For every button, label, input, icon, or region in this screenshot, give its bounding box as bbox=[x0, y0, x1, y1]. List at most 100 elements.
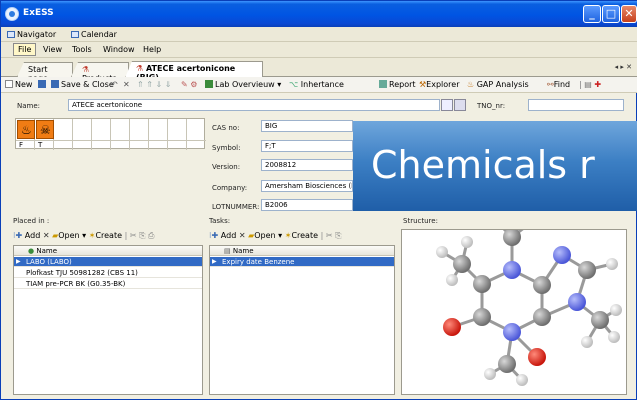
window-title: ExESS bbox=[23, 8, 54, 18]
placed-in-row[interactable]: ▶LABO (LABO) bbox=[14, 257, 202, 267]
lot-input[interactable]: B2006 bbox=[261, 199, 353, 211]
cut-copy-icons[interactable]: | ✂ ⎘ bbox=[320, 231, 342, 240]
task-row[interactable]: ▶Expiry date Benzene bbox=[210, 257, 394, 267]
find-button[interactable]: ⚯Find bbox=[547, 80, 571, 89]
minimize-button[interactable]: _ bbox=[583, 5, 601, 23]
atom-h bbox=[461, 236, 473, 248]
atom-h bbox=[581, 336, 593, 348]
report-icon bbox=[379, 80, 387, 88]
lab-overview-button[interactable]: Lab Overvieuw ▾ bbox=[205, 80, 281, 89]
task-icon: ▤ bbox=[224, 247, 231, 255]
menu-help[interactable]: Help bbox=[143, 45, 162, 54]
atom-o bbox=[528, 348, 546, 366]
tab-navigation[interactable]: ◂ ▸ ✕ bbox=[614, 63, 632, 71]
tasks-toolbar: ⁝✚ Add ✕ ▰Open ▾ ✶Create | ✂ ⎘ bbox=[209, 231, 395, 245]
atom-c bbox=[473, 275, 491, 293]
placed-add-button[interactable]: Add bbox=[24, 231, 41, 240]
menu-window[interactable]: Window bbox=[103, 45, 135, 54]
symbol-input[interactable]: F;T bbox=[261, 140, 353, 152]
atom-n bbox=[568, 293, 586, 311]
globe-icon: ● bbox=[28, 247, 35, 255]
new-doc-icon bbox=[5, 80, 13, 88]
hazard-code-f: F bbox=[19, 141, 24, 149]
cas-label: CAS no: bbox=[212, 124, 240, 132]
more-tools[interactable]: | ▤ ✚ bbox=[579, 80, 602, 89]
nav-arrows[interactable]: ⇑ ⇑ ⇓ ⇓ bbox=[137, 80, 172, 89]
close-button[interactable]: ✕ bbox=[621, 5, 637, 23]
name-label: Name: bbox=[17, 102, 41, 110]
report-button[interactable]: Report bbox=[379, 80, 416, 89]
placed-in-title: Placed in : bbox=[13, 217, 50, 225]
tasks-column-header[interactable]: ▤ Name bbox=[210, 246, 394, 256]
lab-icon bbox=[205, 80, 213, 88]
placed-open-button[interactable]: Open bbox=[58, 231, 80, 240]
title-bar[interactable]: ExESS _ □ ✕ bbox=[1, 1, 637, 27]
save-icon bbox=[38, 80, 46, 88]
tab-products[interactable]: ⚗ Products bbox=[71, 62, 129, 77]
tasks-create-button[interactable]: Create bbox=[291, 231, 319, 240]
flame-icon: ♨ bbox=[17, 120, 35, 139]
structure-viewer[interactable] bbox=[401, 218, 627, 395]
menu-bar: File View Tools Window Help bbox=[1, 42, 637, 58]
save-close-icon bbox=[51, 80, 59, 88]
add-icon: ⁝✚ bbox=[13, 231, 23, 240]
save-button[interactable] bbox=[38, 80, 48, 89]
menu-tools[interactable]: Tools bbox=[72, 45, 92, 54]
atom-c bbox=[473, 308, 491, 326]
placed-create-button[interactable]: Create bbox=[95, 231, 123, 240]
placed-in-column-header[interactable]: ● Name bbox=[14, 246, 202, 256]
maximize-button[interactable]: □ bbox=[602, 5, 620, 23]
name-input[interactable]: ATECE acertonicone bbox=[68, 99, 440, 111]
atom-c bbox=[498, 355, 516, 373]
delete-icon[interactable]: ✕ bbox=[42, 231, 50, 240]
atom-h bbox=[484, 368, 496, 380]
folder-icon: ▰ bbox=[248, 231, 255, 240]
version-input[interactable]: 2008812 bbox=[261, 159, 353, 171]
menu-file[interactable]: File bbox=[13, 43, 37, 56]
placed-in-row[interactable]: TIAM pre-PCR BK (G0.35-BK) bbox=[14, 279, 202, 289]
atom-h bbox=[610, 304, 622, 316]
tno-label: TNO_nr: bbox=[477, 102, 506, 110]
placed-in-row[interactable]: Plofkast TJU 50981282 (CBS 11) bbox=[14, 268, 202, 278]
lookup-icon[interactable] bbox=[454, 99, 466, 111]
cut-copy-icons[interactable]: | ✂ ⎘ ⎙ bbox=[124, 231, 155, 240]
navigator-link[interactable]: Navigator bbox=[7, 30, 56, 39]
save-close-button[interactable]: Save & Close bbox=[51, 80, 114, 89]
explorer-button[interactable]: ⚒Explorer bbox=[419, 80, 460, 89]
atom-n bbox=[553, 246, 571, 264]
delete-button[interactable]: ✕ bbox=[123, 80, 130, 89]
navigator-icon bbox=[7, 31, 15, 38]
flask-icon: ⚗ bbox=[82, 65, 90, 74]
tasks-add-button[interactable]: Add bbox=[220, 231, 237, 240]
binoculars-icon: ⚯ bbox=[547, 80, 554, 89]
gap-analysis-button[interactable]: ♨ GAP Analysis bbox=[467, 80, 529, 89]
tasks-open-button[interactable]: Open bbox=[254, 231, 276, 240]
edit-tools[interactable]: ✎ ⚙ bbox=[181, 80, 198, 89]
document-tabs: Start page ⚗ Products ⚗ ATECE acertonico… bbox=[1, 58, 637, 78]
atom-c bbox=[453, 255, 471, 273]
hazard-symbols-grid: ♨ ☠ F T bbox=[15, 118, 206, 150]
tab-atece[interactable]: ⚗ ATECE acertonicone (BIG) bbox=[125, 61, 263, 78]
skull-icon: ☠ bbox=[36, 120, 54, 139]
calendar-icon bbox=[71, 31, 79, 38]
inheritance-button[interactable]: ⌥ Inhertance bbox=[289, 80, 344, 89]
calendar-link[interactable]: Calendar bbox=[71, 30, 117, 39]
search-icon[interactable] bbox=[441, 99, 453, 111]
atom-c bbox=[533, 276, 551, 294]
tasks-title: Tasks: bbox=[209, 217, 231, 225]
placed-in-toolbar: ⁝✚ Add ✕ ▰Open ▾ ✶Create | ✂ ⎘ ⎙ bbox=[13, 231, 203, 245]
tno-input[interactable] bbox=[528, 99, 624, 111]
menu-view[interactable]: View bbox=[43, 45, 62, 54]
undo-button[interactable]: ↶ bbox=[111, 80, 118, 89]
add-icon: ⁝✚ bbox=[209, 231, 219, 240]
molecule-structure bbox=[436, 218, 622, 386]
atom-c bbox=[578, 261, 596, 279]
atom-h bbox=[446, 274, 458, 286]
cas-input[interactable]: BIG bbox=[261, 120, 353, 132]
structure-title: Structure: bbox=[403, 217, 438, 225]
new-button[interactable]: New bbox=[5, 80, 32, 89]
folder-icon: ▰ bbox=[52, 231, 59, 240]
tab-start-page[interactable]: Start page bbox=[17, 62, 73, 77]
delete-icon[interactable]: ✕ bbox=[238, 231, 246, 240]
company-input[interactable]: Amersham Biosciences (Ri bbox=[261, 180, 353, 192]
